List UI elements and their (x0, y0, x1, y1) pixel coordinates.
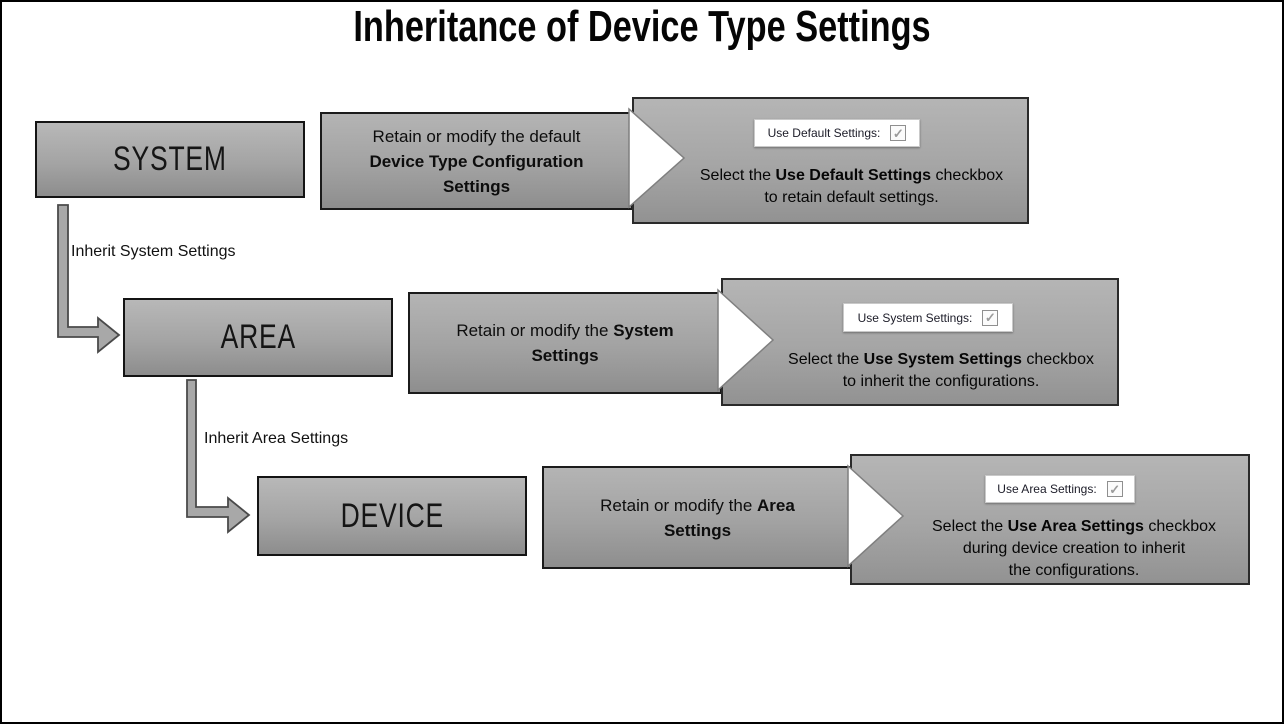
diagram-title: Inheritance of Device Type Settings (353, 2, 931, 51)
desc-text: Select the (788, 351, 864, 368)
result-description-device: Select the Use Area Settings checkbox du… (904, 516, 1244, 582)
checkbox-label: Use Default Settings: (767, 126, 881, 140)
level-box-device: DEVICE (257, 476, 527, 556)
desc-text: checkbox (931, 167, 1004, 184)
result-box-device: Use Area Settings: ✓ Select the Use Area… (850, 454, 1250, 585)
result-box-system: Use Default Settings: ✓ Select the Use D… (632, 97, 1029, 224)
use-area-settings-checkbox[interactable]: ✓ (1106, 481, 1123, 497)
connector-label-inherit-area-settings: Inherit Area Settings (204, 430, 349, 447)
desc-text: the configurations. (1008, 562, 1140, 579)
action-text-device: Retain or modify the Area Settings (575, 493, 820, 543)
action-text-area: Retain or modify the System Settings (429, 318, 701, 368)
use-area-settings-checkbox-panel: Use Area Settings: ✓ (985, 475, 1135, 503)
connector-label-inherit-system-settings: Inherit System Settings (71, 243, 236, 260)
desc-text: to retain default settings. (764, 189, 939, 206)
pointer-arrow-icon (847, 464, 905, 568)
action-line-bold: System Settings (531, 321, 674, 365)
checkbox-label: Use System Settings: (857, 310, 973, 325)
desc-text-bold: Use Default Settings (775, 167, 932, 184)
action-box-device: Retain or modify the Area Settings (542, 466, 853, 569)
action-line-regular: Retain or modify the (456, 321, 614, 340)
use-system-settings-checkbox-panel: Use System Settings: ✓ (843, 303, 1013, 332)
pointer-arrow-icon (717, 288, 775, 392)
action-line-regular: Retain or modify the default (372, 126, 581, 146)
checkbox-label: Use Area Settings: (997, 482, 1097, 496)
level-label-device: DEVICE (340, 496, 444, 535)
desc-text: to inherit the configurations. (842, 373, 1040, 390)
use-default-settings-checkbox[interactable]: ✓ (890, 125, 907, 141)
action-text-system: Retain or modify the default Device Type… (344, 124, 609, 199)
level-box-area: AREA (123, 298, 393, 377)
result-description-area: Select the Use System Settings checkbox … (771, 349, 1111, 393)
check-icon: ✓ (892, 125, 904, 141)
desc-text: checkbox (1021, 351, 1094, 368)
desc-text: checkbox (1143, 518, 1216, 535)
action-line-bold: Area Settings (663, 495, 795, 540)
level-label-system: SYSTEM (113, 140, 227, 178)
use-system-settings-checkbox[interactable]: ✓ (982, 309, 999, 326)
pointer-arrow-icon (628, 107, 686, 209)
result-box-area: Use System Settings: ✓ Select the Use Sy… (721, 278, 1119, 406)
desc-text: during device creation to inherit (962, 540, 1186, 557)
connector-arrow-system-to-area (57, 204, 121, 354)
action-box-area: Retain or modify the System Settings (408, 292, 722, 394)
connector-arrow-area-to-device (186, 379, 251, 534)
result-description-system: Select the Use Default Settings checkbox… (682, 165, 1021, 209)
action-line-bold: Device Type Configuration Settings (369, 151, 584, 196)
desc-text: Select the (699, 167, 776, 184)
check-icon: ✓ (1109, 481, 1121, 497)
level-label-area: AREA (220, 318, 296, 356)
action-line-regular: Retain or modify the (600, 495, 758, 515)
action-box-system: Retain or modify the default Device Type… (320, 112, 633, 210)
desc-text: Select the (932, 518, 1008, 535)
level-box-system: SYSTEM (35, 121, 305, 198)
desc-text-bold: Use Area Settings (1007, 518, 1144, 535)
desc-text-bold: Use System Settings (863, 351, 1022, 368)
check-icon: ✓ (984, 310, 996, 325)
use-default-settings-checkbox-panel: Use Default Settings: ✓ (754, 119, 920, 147)
